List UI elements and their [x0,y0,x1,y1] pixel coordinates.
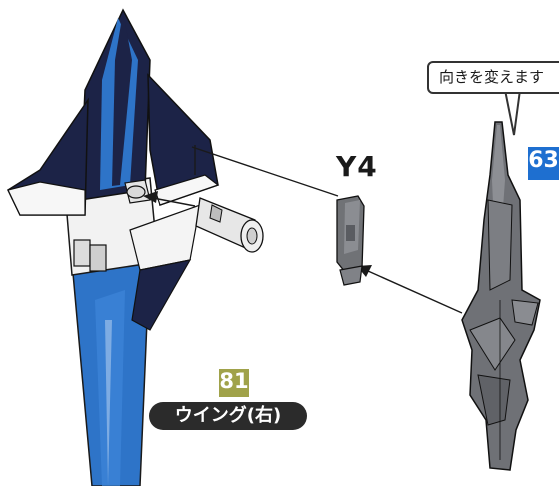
arrow-to-wing [152,197,196,207]
arrowhead-wing [143,191,158,203]
step-number-right: 63 [528,147,559,180]
guide-lines [152,145,463,314]
step-number-left: 81 [219,369,249,397]
part-id-label: Y4 [336,150,378,183]
wing-connector [195,197,264,253]
arrow-to-y4 [367,270,463,314]
y4-part [336,195,365,286]
gray-part [461,121,541,471]
wing-part [7,8,264,486]
bracket-line [191,145,339,197]
callout-tail [503,89,522,136]
part-name-badge: ウイング(右) [149,402,307,430]
callout-box: 向きを変えます [427,61,559,94]
